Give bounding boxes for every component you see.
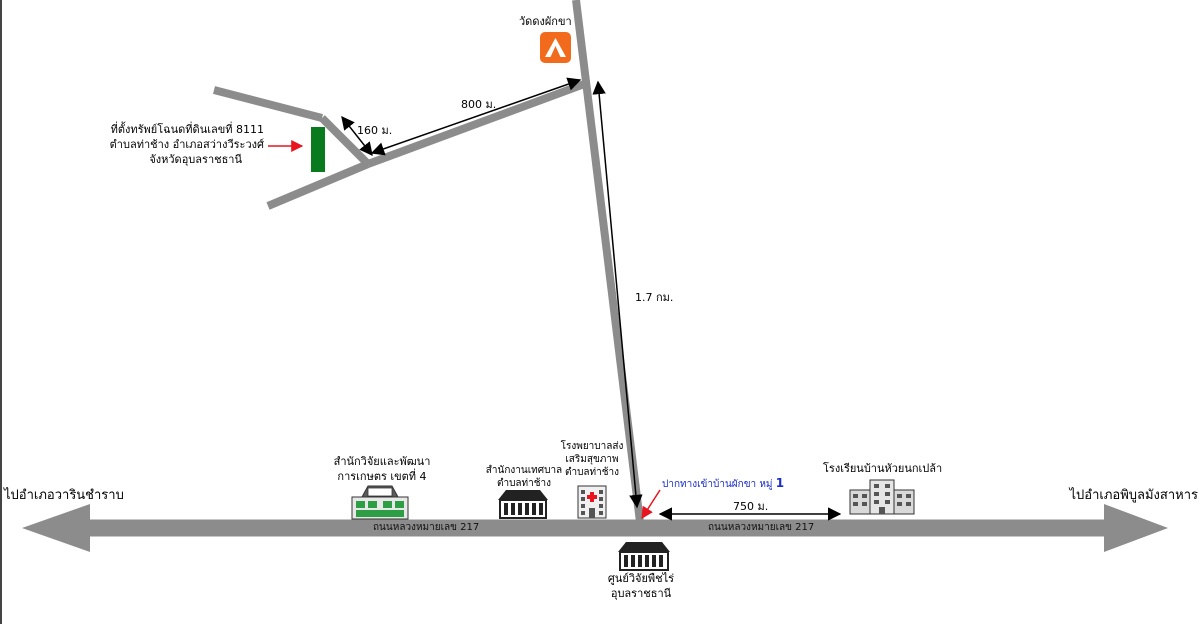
junction-number: 1 (775, 476, 785, 490)
field-crops-center-label: ศูนย์วิจัยพืชไร่ อุบลราชธานี (586, 571, 696, 601)
office-building-icon (849, 479, 915, 515)
camp-tent-icon (540, 32, 571, 63)
road-west-lower (266, 160, 370, 210)
hospital-icon (577, 485, 607, 519)
arrow-800m (370, 77, 582, 156)
government-building-icon (618, 542, 670, 571)
highway-label-right: ถนนหลวงหมายเลข 217 (708, 522, 815, 533)
junction-label: ปากทางเข้าบ้านผักขา หมู่ 1 (662, 477, 784, 491)
highway-217 (22, 504, 1168, 552)
property-parcel (311, 127, 325, 172)
distance-750m-label: 750 ม. (733, 500, 769, 513)
municipal-office-line1: สำนักงานเทศบาล (485, 465, 563, 476)
highway-arrow-right (1104, 504, 1168, 552)
parcel-label-line1: ที่ตั้งทรัพย์โฉนดที่ดินเลขที่ 8111 (110, 123, 264, 136)
parcel-label-line3: จังหวัดอุบลราชธานี (149, 153, 242, 166)
hospital-line1: โรงพยาบาลส่ง (560, 441, 624, 452)
field-crops-center-line1: ศูนย์วิจัยพืชไร่ (607, 572, 675, 585)
hospital-line2: เสริมสุขภาพ (565, 454, 619, 465)
junction-label-text: ปากทางเข้าบ้านผักขา หมู่ (662, 479, 773, 490)
parcel-label-line2: ตำบลท่าช้าง อำเภอสว่างวีระวงศ์ (109, 138, 264, 151)
municipal-office-label: สำนักงานเทศบาล ตำบลท่าช้าง (482, 464, 566, 490)
research-office-label: สำนักวิจัยและพัฒนา การเกษตร เขตที่ 4 (322, 454, 442, 484)
research-office-line2: การเกษตร เขตที่ 4 (337, 470, 427, 483)
research-office-line1: สำนักวิจัยและพัฒนา (333, 455, 431, 468)
highway-label-left: ถนนหลวงหมายเลข 217 (373, 522, 480, 533)
hospital-label: โรงพยาบาลส่ง เสริมสุขภาพ ตำบลท่าช้าง (557, 440, 627, 479)
highway-arrow-left (22, 504, 90, 552)
arrow-1700m (592, 80, 643, 509)
road-west-upper (212, 86, 324, 122)
school-label: โรงเรียนบ้านหัวยนกเปล้า (823, 462, 943, 475)
direction-left-label: ไปอำเภอวารินชำราบ (4, 488, 124, 503)
parcel-label: ที่ตั้งทรัพย์โฉนดที่ดินเลขที่ 8111 ตำบลท… (96, 122, 264, 167)
window-edge (0, 0, 2, 624)
government-building-icon (351, 485, 409, 520)
government-building-icon (498, 490, 548, 519)
distance-arrows (341, 77, 842, 521)
hospital-line3: ตำบลท่าช้าง (564, 467, 620, 478)
arrow-160m (341, 115, 373, 157)
road-800m (366, 79, 589, 168)
direction-right-label: ไปอำเภอพิบูลมังสาหาร (1069, 488, 1198, 503)
junction-pointer-arrow (641, 489, 661, 520)
municipal-office-line2: ตำบลท่าช้าง (496, 478, 552, 489)
distance-1700m-label: 1.7 กม. (635, 291, 674, 304)
distance-800m-label: 800 ม. (461, 98, 497, 111)
field-crops-center-line2: อุบลราชธานี (610, 587, 672, 600)
temple-label: วัดดงผักขา (519, 15, 572, 28)
distance-160m-label: 160 ม. (357, 124, 393, 137)
